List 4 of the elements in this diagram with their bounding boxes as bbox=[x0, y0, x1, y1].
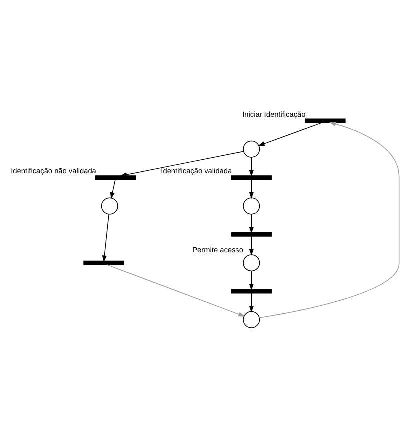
node-label: Identificação não validada bbox=[11, 166, 96, 176]
node-label: Iniciar Identificação bbox=[242, 110, 306, 119]
node-label: Permite acesso bbox=[192, 246, 244, 255]
node-label: Identificação validada bbox=[161, 166, 232, 176]
